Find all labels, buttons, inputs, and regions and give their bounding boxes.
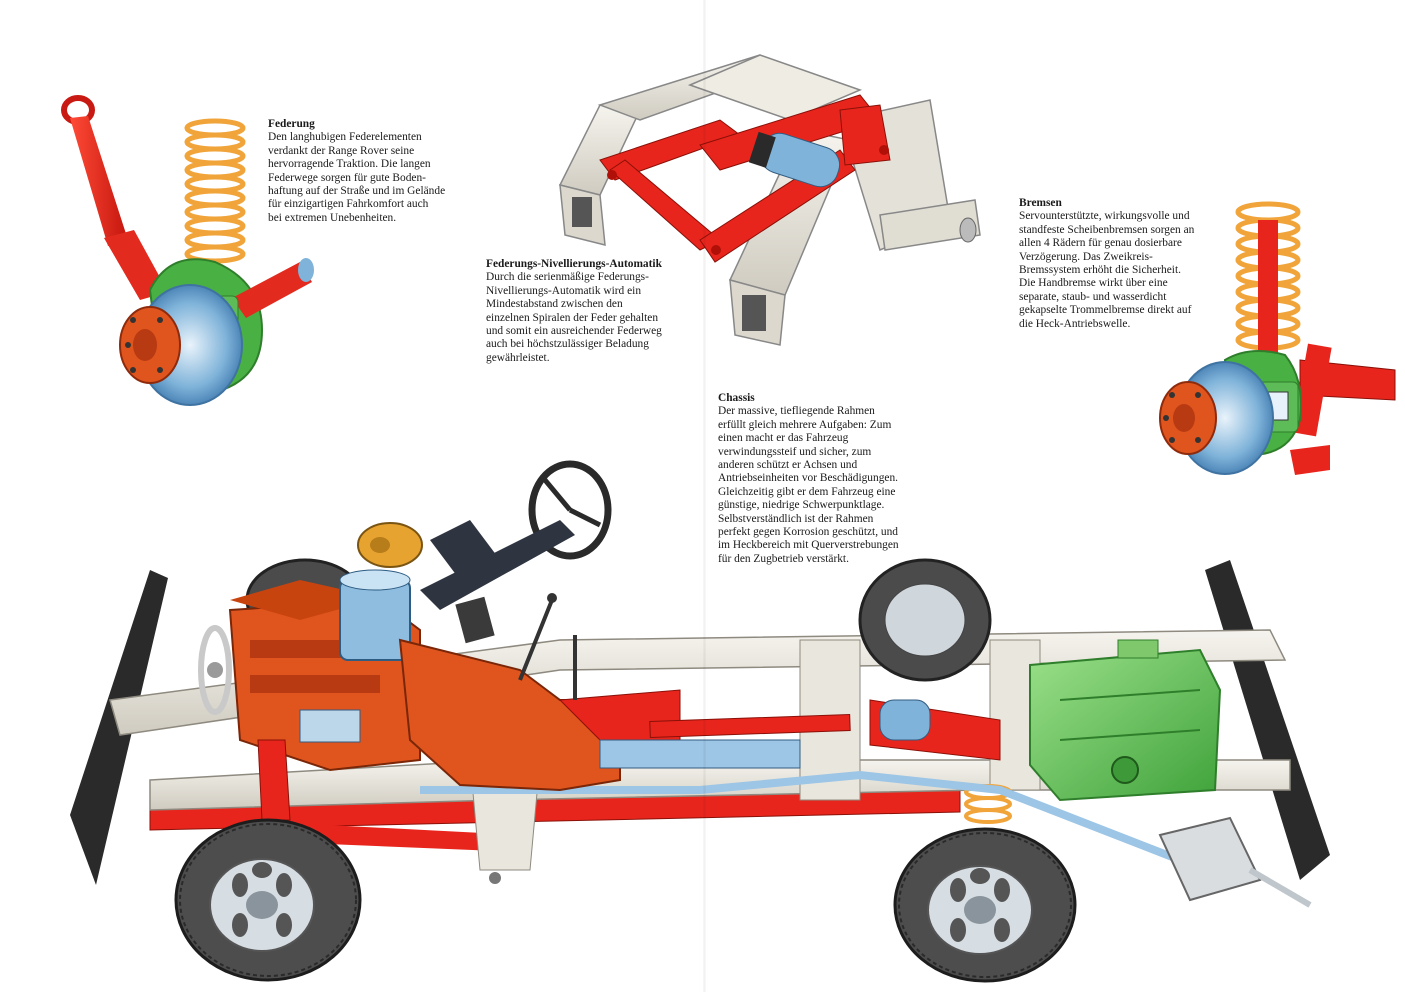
caption-chassis-title: Chassis — [718, 392, 755, 404]
caption-nivellierung-title: Federungs-Nivellierungs-Automatik — [486, 258, 662, 270]
caption-bremsen: Bremsen Servounterstützte, wirkungsvolle… — [1019, 197, 1194, 331]
full-chassis-illustration — [70, 460, 1330, 983]
front-suspension-illustration — [61, 95, 314, 406]
caption-chassis: Chassis Der massive, tiefliegende Rahmen… — [718, 392, 899, 566]
caption-nivellierung: Federungs-Nivellierungs-Automatik Durch … — [486, 258, 662, 365]
rear-wheel-top-icon — [858, 558, 992, 682]
coil-spring-icon — [184, 118, 246, 264]
gearbox-icon — [398, 638, 681, 792]
caption-nivellierung-body: Durch die serienmäßige Federungs- Nivell… — [486, 271, 662, 364]
page-fold — [703, 0, 706, 992]
steering-wheel-icon — [528, 460, 612, 560]
rear-wheel-hub-icon — [1159, 381, 1217, 455]
exhaust-icon — [420, 770, 1182, 864]
wheel-hub-icon — [119, 306, 181, 384]
cooling-fan-icon — [198, 625, 232, 715]
air-filter-icon — [339, 569, 411, 661]
caption-chassis-body: Der massive, tiefliegende Rahmen erfüllt… — [718, 405, 899, 565]
caption-federung: Federung Den langhubigen Federelementen … — [268, 118, 445, 225]
shock-absorber-icon — [61, 95, 168, 300]
fuel-tank-icon — [1029, 639, 1222, 802]
caption-bremsen-title: Bremsen — [1019, 197, 1062, 209]
caption-bremsen-body: Servounterstützte, wirkungsvolle und sta… — [1019, 210, 1195, 330]
brake-booster-icon — [357, 522, 423, 568]
caption-federung-title: Federung — [268, 118, 315, 130]
muffler-icon — [1158, 816, 1262, 902]
levelling-unit-illustration — [558, 54, 981, 346]
front-wheel-icon — [174, 818, 362, 982]
levelling-cylinder-icon — [748, 131, 841, 188]
rear-wheel-icon — [893, 827, 1077, 983]
caption-federung-body: Den langhubigen Federelementen verdankt … — [268, 131, 446, 224]
rear-brake-illustration — [1159, 201, 1396, 475]
